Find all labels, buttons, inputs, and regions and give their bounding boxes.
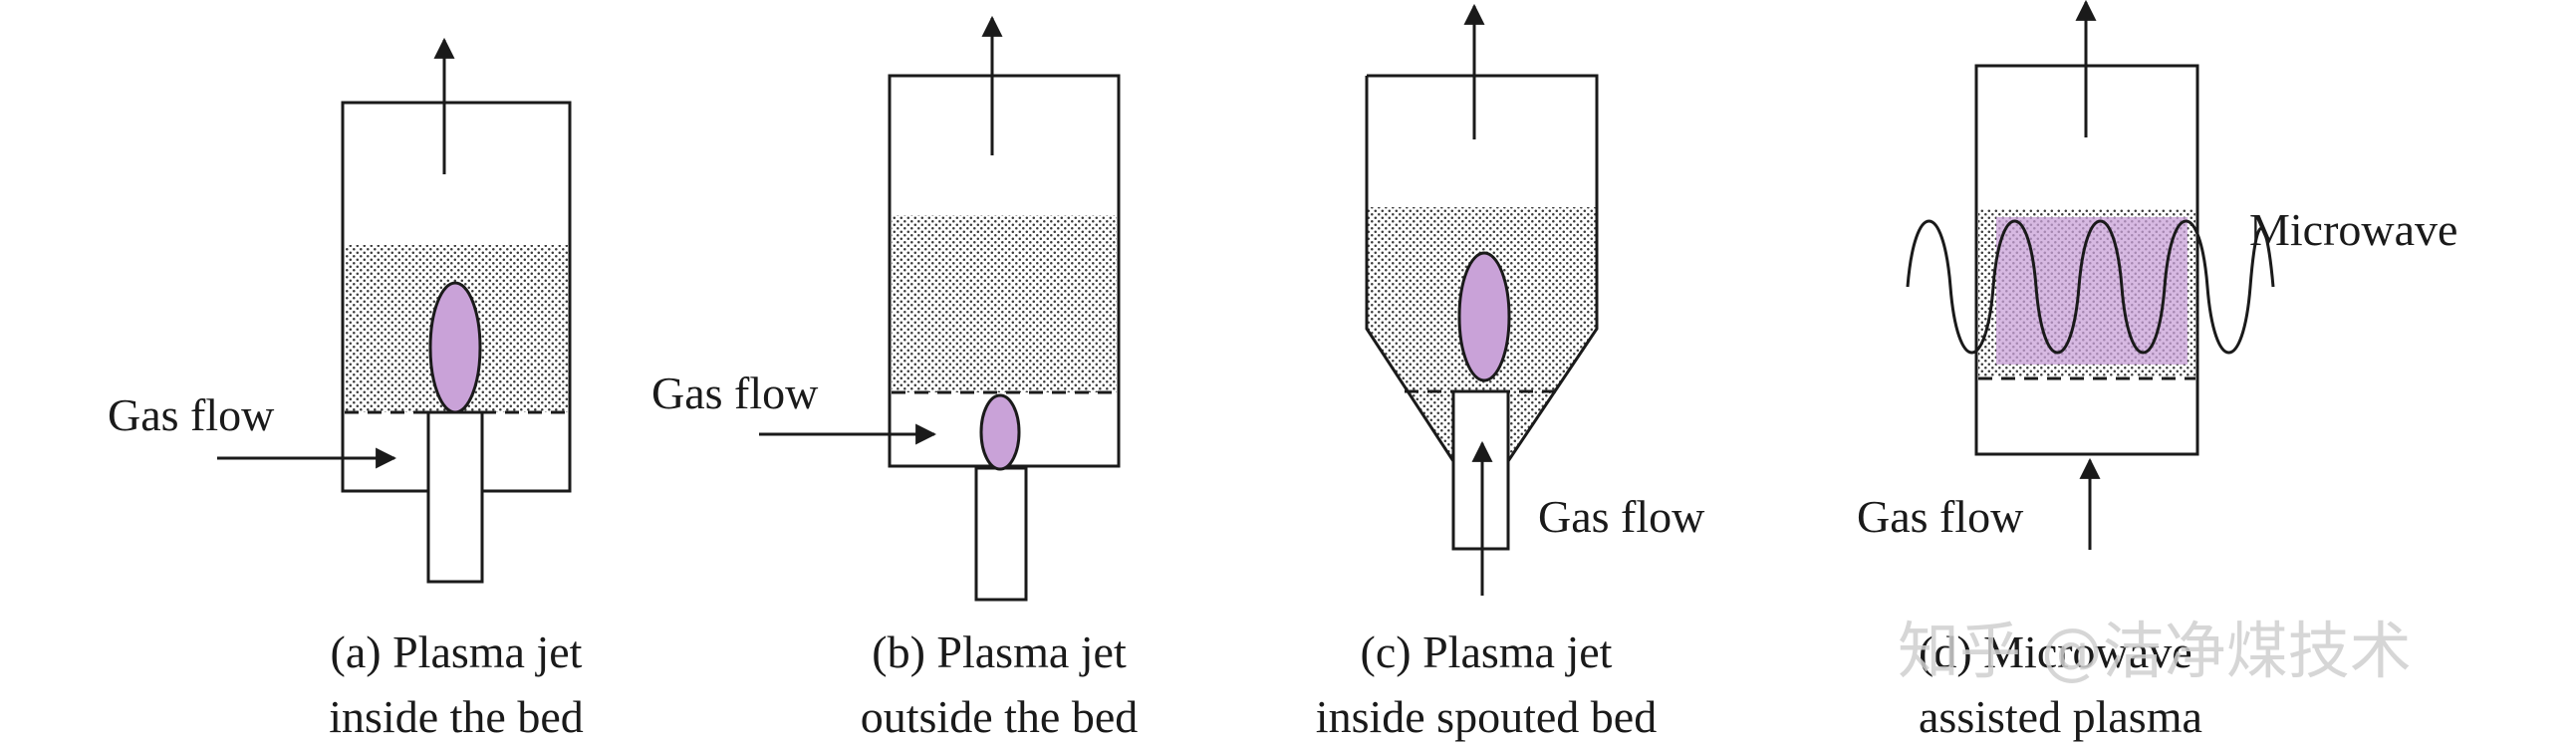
plasma-torch-tube [974, 466, 1028, 602]
panel-a: Gas flow (a) Plasma jet inside the bed [108, 37, 584, 742]
plasma-jet [979, 393, 1021, 471]
watermark: 知乎 @洁净煤技术 [1898, 615, 2412, 687]
caption-line-2: inside the bed [329, 691, 584, 742]
microwave-wave [1906, 219, 2275, 355]
spouted-vessel-right [1367, 74, 1599, 462]
gas-flow-label: Gas flow [1857, 491, 2024, 542]
caption-line-2: outside the bed [861, 691, 1139, 742]
plasma-jet [428, 281, 482, 414]
gas-flow-label: Gas flow [651, 368, 819, 418]
caption-line-1: (c) Plasma jet [1361, 626, 1613, 677]
caption-line-1: (a) Plasma jet [331, 626, 583, 677]
panel-b: Gas flow (b) Plasma jet outside the bed [651, 15, 1139, 742]
panel-c: Gas flow (c) Plasma jet inside spouted b… [1316, 3, 1705, 742]
particle-bed [892, 215, 1117, 392]
caption-line-2: assisted plasma [1919, 691, 2202, 742]
plasma-torch-tube [426, 410, 484, 584]
gas-flow-label: Gas flow [1538, 491, 1705, 542]
microwave-label: Microwave [2249, 204, 2457, 255]
plasma-jet [1457, 251, 1511, 382]
caption-line-1: (b) Plasma jet [872, 626, 1127, 677]
caption-line-2: inside spouted bed [1316, 691, 1657, 742]
panel-d: Gas flow Microwave (d) Microwave assiste… [1857, 0, 2457, 742]
caption-line-1: (d) Microwave [1919, 626, 2192, 677]
microwave-plasma-zone [1996, 217, 2188, 365]
gas-flow-label: Gas flow [108, 389, 275, 440]
spouted-vessel-left [1365, 76, 1455, 462]
